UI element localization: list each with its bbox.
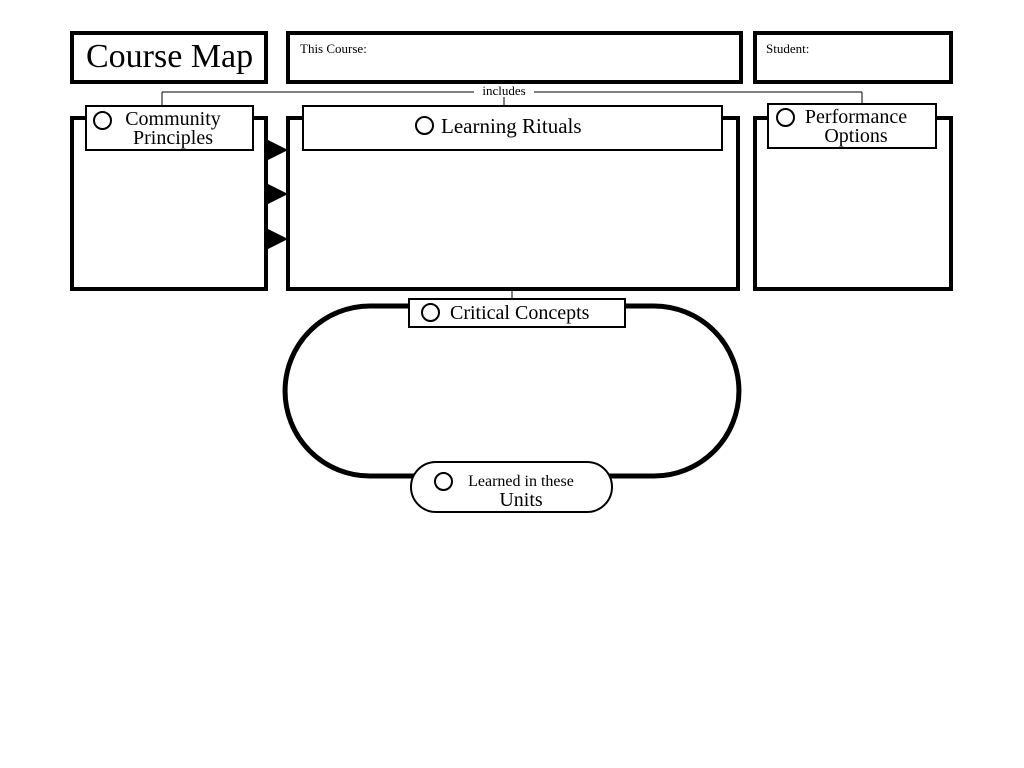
performance-options-header: Performance Options: [767, 103, 937, 149]
circle-checkbox-icon[interactable]: [776, 108, 795, 127]
course-map-title-box: Course Map: [70, 31, 268, 84]
triangle-arrow-icon: [266, 228, 288, 250]
triangle-arrow-icon: [266, 183, 288, 205]
triangle-arrow-icon: [266, 139, 288, 161]
student-box[interactable]: Student:: [753, 31, 953, 84]
page-title: Course Map: [86, 38, 254, 75]
this-course-label: This Course:: [300, 41, 367, 56]
community-principles-line2: Principles: [133, 127, 213, 149]
this-course-box[interactable]: This Course:: [286, 31, 743, 84]
performance-options-line2: Options: [824, 125, 888, 147]
student-label: Student:: [766, 41, 810, 56]
concept-loop-shape: [282, 303, 742, 479]
circle-checkbox-icon[interactable]: [93, 111, 112, 130]
community-principles-header: Community Principles: [85, 105, 254, 151]
units-pill[interactable]: Learned in these Units: [410, 461, 613, 513]
performance-options-line1: Performance: [804, 106, 908, 128]
critical-concepts-header: Critical Concepts: [408, 298, 626, 328]
units-line2: Units: [499, 489, 543, 511]
learning-rituals-header: Learning Rituals: [302, 105, 723, 151]
critical-concepts-label: Critical Concepts: [450, 302, 590, 324]
includes-label: includes: [474, 84, 534, 97]
critical-concepts-area[interactable]: [300, 330, 724, 460]
circle-checkbox-icon[interactable]: [434, 472, 453, 491]
learning-rituals-label: Learning Rituals: [441, 114, 582, 138]
circle-checkbox-icon[interactable]: [415, 116, 434, 135]
units-line1: Learned in these: [468, 473, 574, 490]
circle-checkbox-icon[interactable]: [421, 303, 440, 322]
community-principles-line1: Community: [125, 108, 221, 130]
